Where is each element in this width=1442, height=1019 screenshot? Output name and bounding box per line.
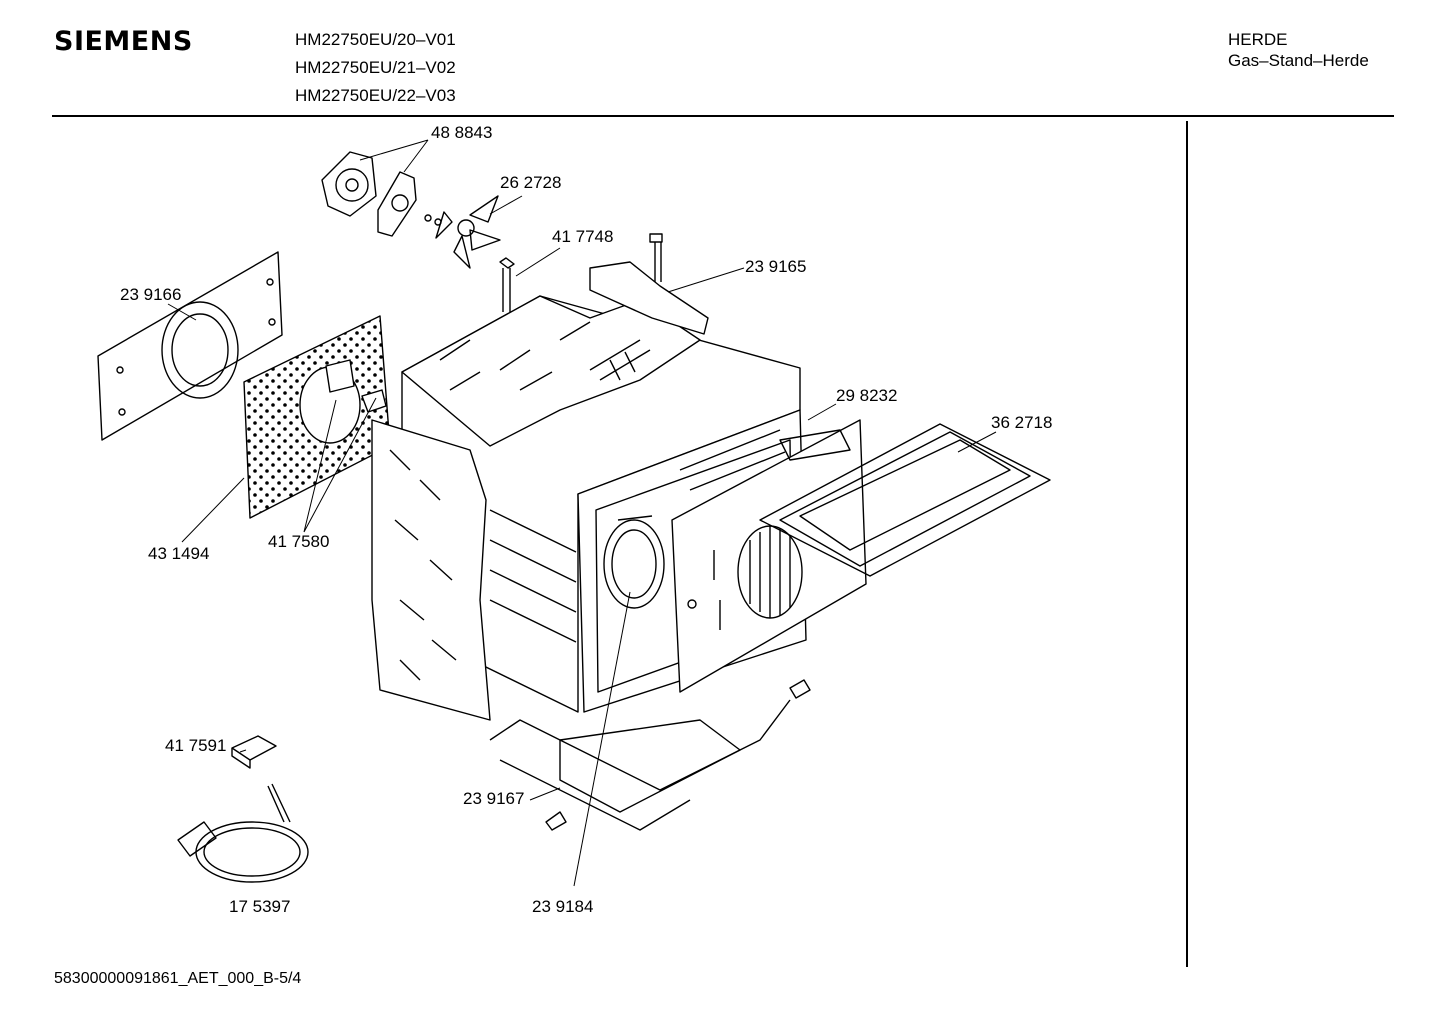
part-label-417748: 41 7748 <box>552 227 613 246</box>
fan-wheel-drawing <box>424 195 501 269</box>
header-divider <box>52 115 1394 117</box>
part-label-239167: 23 9167 <box>463 789 524 808</box>
bottom-heating-element-drawing <box>489 679 811 831</box>
part-label-175397: 17 5397 <box>229 897 290 916</box>
heater-bracket-panel-drawing <box>671 419 867 693</box>
rear-insulation-drawing <box>243 315 391 519</box>
model-number-2: HM22750EU/21–V02 <box>295 58 456 77</box>
part-label-362718: 36 2718 <box>991 413 1052 432</box>
category-subtitle: Gas–Stand–Herde <box>1228 51 1369 70</box>
part-label-298232: 29 8232 <box>836 386 897 405</box>
side-insulation-drawing <box>371 419 491 721</box>
model-number-3: HM22750EU/22–V03 <box>295 86 456 105</box>
brand-logo: SIEMENS <box>54 26 193 57</box>
part-label-417591: 41 7591 <box>165 736 226 755</box>
lamp-socket-drawing <box>499 257 515 269</box>
top-clip-drawing <box>649 233 663 243</box>
side-divider <box>1186 121 1188 967</box>
part-label-239165: 23 9165 <box>745 257 806 276</box>
terminal-block-drawing <box>231 735 277 769</box>
part-label-239166: 23 9166 <box>120 285 181 304</box>
model-number-1: HM22750EU/20–V01 <box>295 30 456 49</box>
part-label-262728: 26 2728 <box>500 173 561 192</box>
leader-lines <box>167 139 997 887</box>
top-insulation-drawing <box>401 261 709 447</box>
part-label-239184: 23 9184 <box>532 897 593 916</box>
rear-cover-panel-drawing <box>97 251 283 441</box>
grill-heating-element-drawing <box>759 423 1051 577</box>
part-label-431494: 43 1494 <box>148 544 209 563</box>
category-title: HERDE <box>1228 30 1288 49</box>
power-cord-drawing <box>177 783 309 883</box>
part-label-417580: 41 7580 <box>268 532 329 551</box>
part-label-488843: 48 8843 <box>431 123 492 142</box>
document-id: 58300000091861_AET_000_B-5/4 <box>54 970 302 987</box>
fan-motor-drawing <box>321 151 417 237</box>
